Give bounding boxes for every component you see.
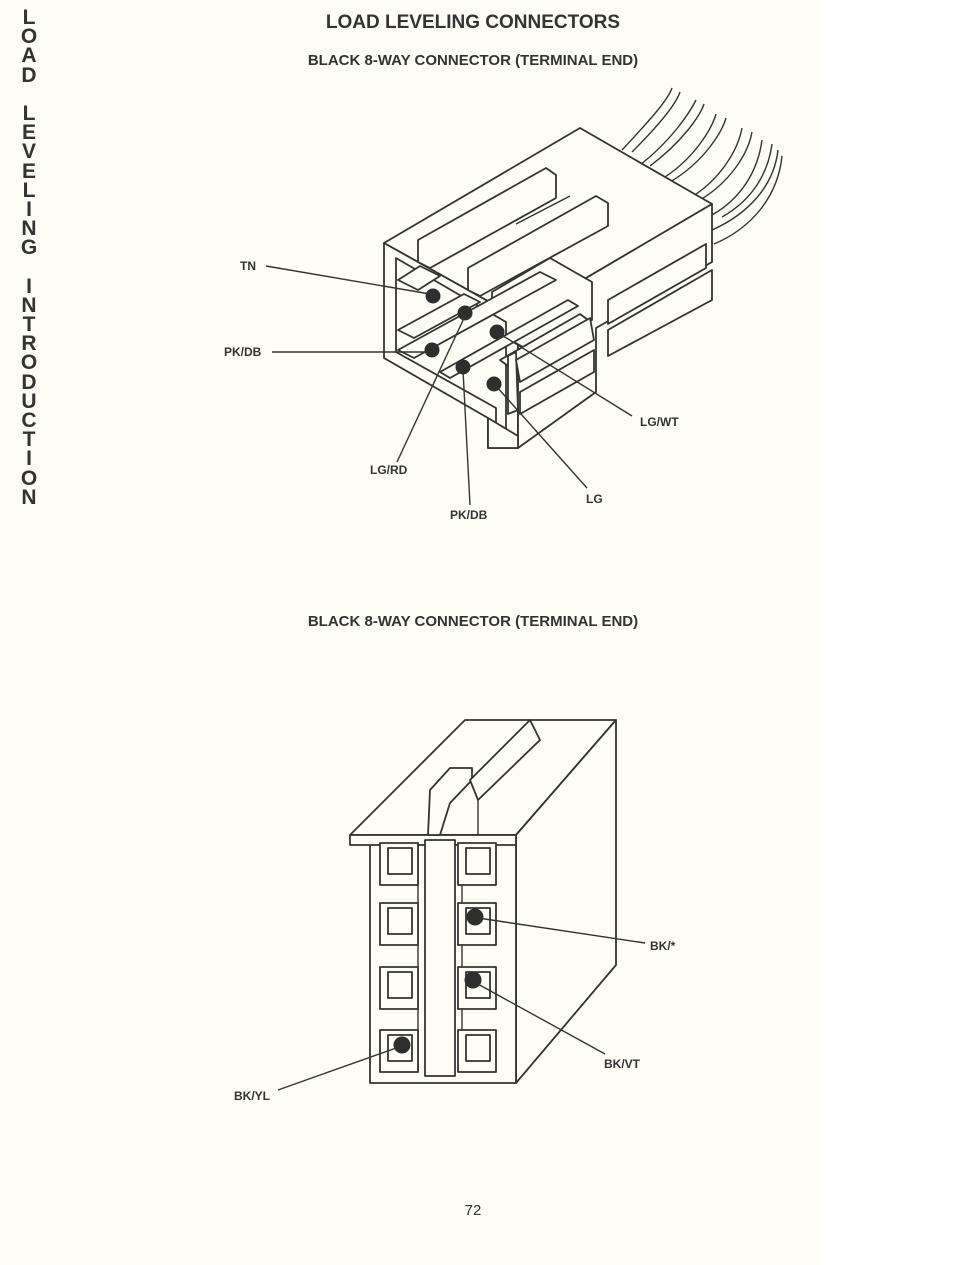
terminal-bk-yl xyxy=(393,1036,411,1054)
page-number: 72 xyxy=(464,1202,482,1219)
side-letter: O xyxy=(20,351,38,375)
connector1-subtitle: BLACK 8-WAY CONNECTOR (TERMINAL END) xyxy=(307,52,639,69)
side-letter: E xyxy=(21,121,36,145)
side-letter: T xyxy=(22,428,36,452)
side-letter: E xyxy=(21,159,36,183)
leader-lg xyxy=(495,385,588,489)
connector1-wires xyxy=(621,87,783,245)
label-lg-rd: LG/RD xyxy=(370,463,408,477)
side-letter: V xyxy=(21,140,36,164)
side-letter: N xyxy=(21,293,37,317)
side-letter: L xyxy=(22,101,36,125)
terminal-tn xyxy=(425,288,441,304)
side-letter: L xyxy=(22,178,36,202)
side-letter: I xyxy=(26,447,32,471)
side-letter: U xyxy=(21,389,37,413)
terminal-lg-wt xyxy=(489,324,505,340)
leader-bk-vt xyxy=(475,982,606,1055)
side-letter: O xyxy=(20,466,38,490)
side-letter: L xyxy=(22,6,36,29)
leader-lg-wt xyxy=(499,333,633,417)
label-pk-db-left: PK/DB xyxy=(224,345,262,359)
label-bk-star: BK/* xyxy=(650,939,676,953)
label-tn: TN xyxy=(240,259,256,273)
side-letter: N xyxy=(21,217,37,241)
leader-bk-star xyxy=(477,917,646,944)
label-bk-yl: BK/YL xyxy=(234,1089,270,1103)
leader-tn xyxy=(265,265,431,295)
side-letter: N xyxy=(21,485,37,509)
side-letter: D xyxy=(21,370,37,394)
terminal-pk-db-bottom xyxy=(455,359,471,375)
side-letter: R xyxy=(21,332,37,356)
label-bk-vt: BK/VT xyxy=(604,1057,641,1071)
side-letter: T xyxy=(22,313,36,336)
terminal-pk-db-left xyxy=(424,342,440,358)
leader-lg-rd xyxy=(396,315,466,463)
label-lg-wt: LG/WT xyxy=(640,415,679,429)
connector1-drawing xyxy=(383,87,783,449)
label-pk-db-bottom: PK/DB xyxy=(450,508,488,522)
label-lg: LG xyxy=(586,492,603,506)
side-letter: D xyxy=(21,63,37,87)
leader-pk-db-bottom xyxy=(462,369,471,506)
side-letter: C xyxy=(21,408,37,432)
side-letter: I xyxy=(26,274,32,298)
connector2-drawing xyxy=(349,719,617,1084)
terminal-lg-rd xyxy=(457,305,473,321)
connector2-cavities xyxy=(379,842,497,1073)
terminal-bk-vt xyxy=(464,971,482,989)
connector2-subtitle: BLACK 8-WAY CONNECTOR (TERMINAL END) xyxy=(307,613,639,630)
side-letter: I xyxy=(26,197,32,221)
side-letter: O xyxy=(20,25,38,49)
side-letter: G xyxy=(20,236,38,260)
side-letter: A xyxy=(21,44,37,68)
page-title: LOAD LEVELING CONNECTORS xyxy=(325,12,621,33)
terminal-bk-star xyxy=(466,908,484,926)
leader-bk-yl xyxy=(277,1046,400,1091)
